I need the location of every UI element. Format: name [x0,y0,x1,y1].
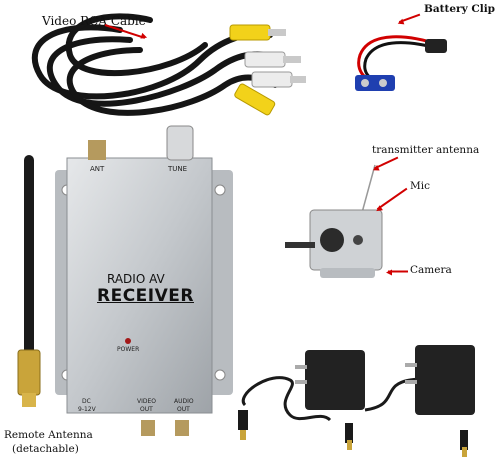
remote-antenna-label: Remote Antenna [4,429,93,441]
camera-arrow [388,271,408,273]
ant-label: ANT [90,165,105,173]
dc-label: DC [82,398,91,405]
receiver-title: RECEIVER [97,286,194,306]
detachable-label: (detachable) [12,443,79,455]
battery-clip-icon [355,35,447,91]
audio-out-label-2: OUT [177,406,190,413]
transmitter-antenna-label: transmitter antenna [372,144,480,156]
antenna-icon [17,155,41,407]
audio-out-label: AUDIO [174,398,194,405]
dc-volts-label: 9-12V [78,406,96,413]
rca-cable-icon [31,13,306,116]
power-adapter-icon [238,345,475,457]
tune-label: TUNE [168,165,188,173]
receiver-icon [55,125,233,436]
rca-cable-label: Video RCA Cable [42,14,146,28]
battery-clip-label: Battery Clip [424,3,496,15]
camera-label: Camera [410,264,452,276]
receiver-title-small: RADIO AV [107,272,165,286]
video-out-label-2: OUT [140,406,153,413]
mic-label: Mic [410,180,430,192]
video-out-label: VIDEO [137,398,157,405]
camera-icon [285,164,383,278]
power-label: POWER [117,346,140,353]
